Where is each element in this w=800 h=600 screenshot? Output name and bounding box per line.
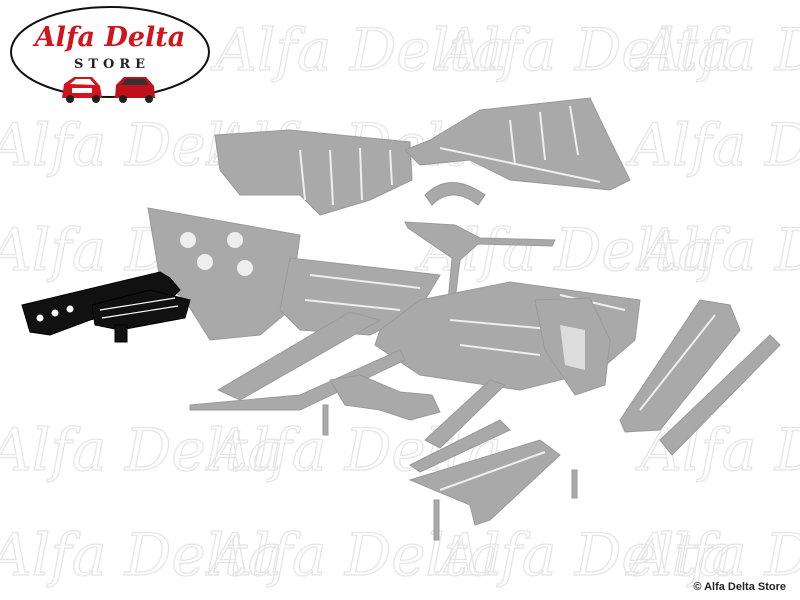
logo-subtitle: STORE [74,57,150,72]
bolt-left[interactable] [322,404,329,436]
watermark: Alfa Delta [0,521,282,589]
watermark: Alfa Delta [205,521,502,589]
bolt-center[interactable] [433,499,440,541]
watermark: Alfa Delta [625,521,800,589]
front-bulkhead[interactable] [147,207,301,341]
logo-title: Alfa Delta [32,22,186,53]
watermark: Alfa Delta [635,16,800,84]
rear-pillar[interactable] [534,297,611,396]
watermark: Alfa Delta [635,216,800,284]
bolt-right[interactable] [571,469,578,499]
watermark: Alfa Delta [435,16,732,84]
rear-sill-outer[interactable] [659,334,781,456]
watermark: Alfa Delta [435,521,732,589]
front-frame-rail-highlighted[interactable] [21,271,191,343]
floor-tunnel-rear[interactable] [404,97,631,191]
center-bracket[interactable] [329,374,441,421]
watermark: Alfa Delta [0,416,282,484]
crossmember-bar[interactable] [404,221,556,303]
jacking-point-rear[interactable] [409,419,511,473]
floor-tunnel-front[interactable] [214,129,413,216]
rear-bracket[interactable] [408,439,561,526]
car-icon [115,77,155,103]
right-sill[interactable] [619,299,741,433]
copyright-notice: © Alfa Delta Store [693,581,786,593]
tunnel-arch[interactable] [424,182,486,206]
watermark: Alfa Delta [210,16,507,84]
jacking-point-front[interactable] [424,379,506,449]
watermark: Alfa Delta [625,111,800,179]
logo-ellipse [10,6,210,98]
car-icon [62,77,102,103]
logo[interactable]: Alfa Delta STORE [10,6,210,103]
